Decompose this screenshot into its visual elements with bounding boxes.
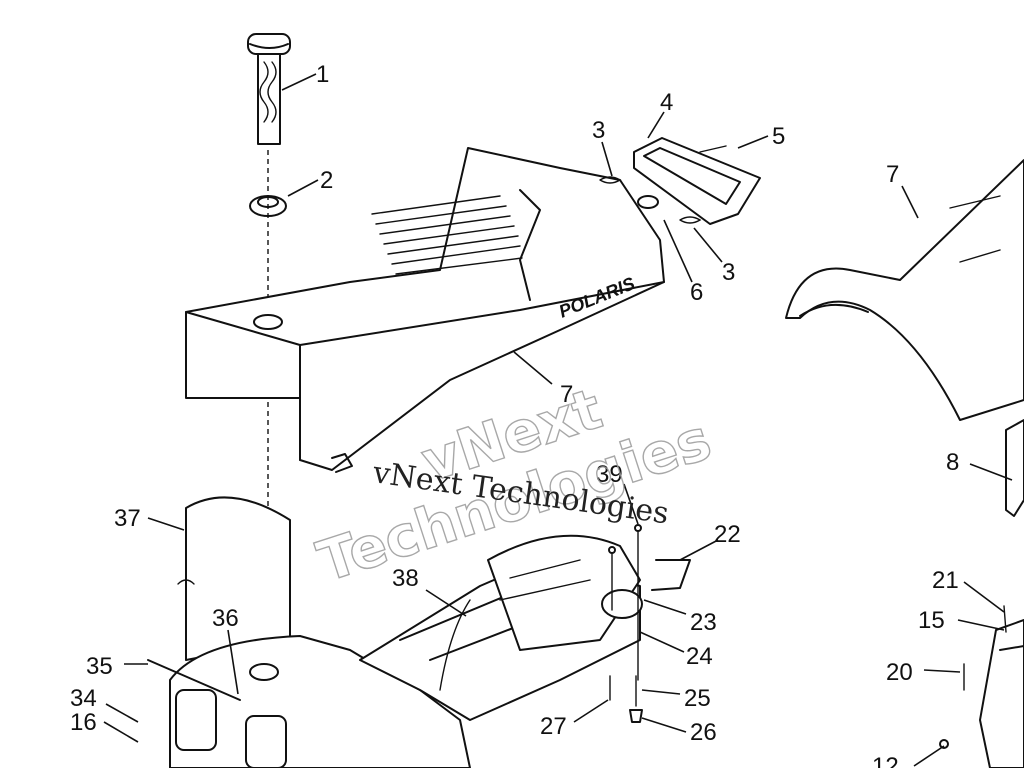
side-strap xyxy=(1005,419,1024,517)
heat-shield xyxy=(177,496,299,661)
callout-37: 37 xyxy=(114,505,141,532)
callout-23: 23 xyxy=(690,609,717,636)
callout-27: 27 xyxy=(540,713,567,740)
callout-35: 35 xyxy=(86,653,113,680)
callout-3-upper: 3 xyxy=(592,117,605,144)
callout-1: 1 xyxy=(316,61,329,88)
seat-assembly: POLARIS xyxy=(185,147,665,473)
callout-25: 25 xyxy=(684,685,711,712)
callout-26: 26 xyxy=(690,719,717,746)
callout-39: 39 xyxy=(596,461,623,488)
seat-side-view xyxy=(785,159,1024,421)
callout-24: 24 xyxy=(686,643,713,670)
callout-6: 6 xyxy=(690,279,703,306)
callout-8: 8 xyxy=(946,449,959,476)
callout-16: 16 xyxy=(70,709,97,736)
callout-38: 38 xyxy=(392,565,419,592)
callout-4: 4 xyxy=(660,89,673,116)
fasteners xyxy=(609,675,643,723)
callout-36: 36 xyxy=(212,605,239,632)
filler-cap-dipstick xyxy=(247,33,291,145)
fuel-tank xyxy=(147,635,471,769)
chassis-frame xyxy=(359,534,641,721)
callout-34: 34 xyxy=(70,685,97,712)
callout-12: 12 xyxy=(872,753,899,768)
callout-20: 20 xyxy=(886,659,913,686)
callout-3-lower: 3 xyxy=(722,259,735,286)
taillight-bracket xyxy=(599,137,761,225)
callout-15: 15 xyxy=(918,607,945,634)
wiring-hardware xyxy=(601,524,691,681)
right-side-frame xyxy=(939,605,1024,769)
callout-21: 21 xyxy=(932,567,959,594)
callout-7-side: 7 xyxy=(886,161,899,188)
callout-5: 5 xyxy=(772,123,785,150)
callout-labels: 1 2 3 4 5 3 6 7 7 8 39 22 37 38 23 24 21… xyxy=(70,61,959,773)
callout-7-main: 7 xyxy=(560,381,573,408)
callout-2: 2 xyxy=(320,167,333,194)
callout-22: 22 xyxy=(714,521,741,548)
leader-lines xyxy=(103,73,1013,767)
